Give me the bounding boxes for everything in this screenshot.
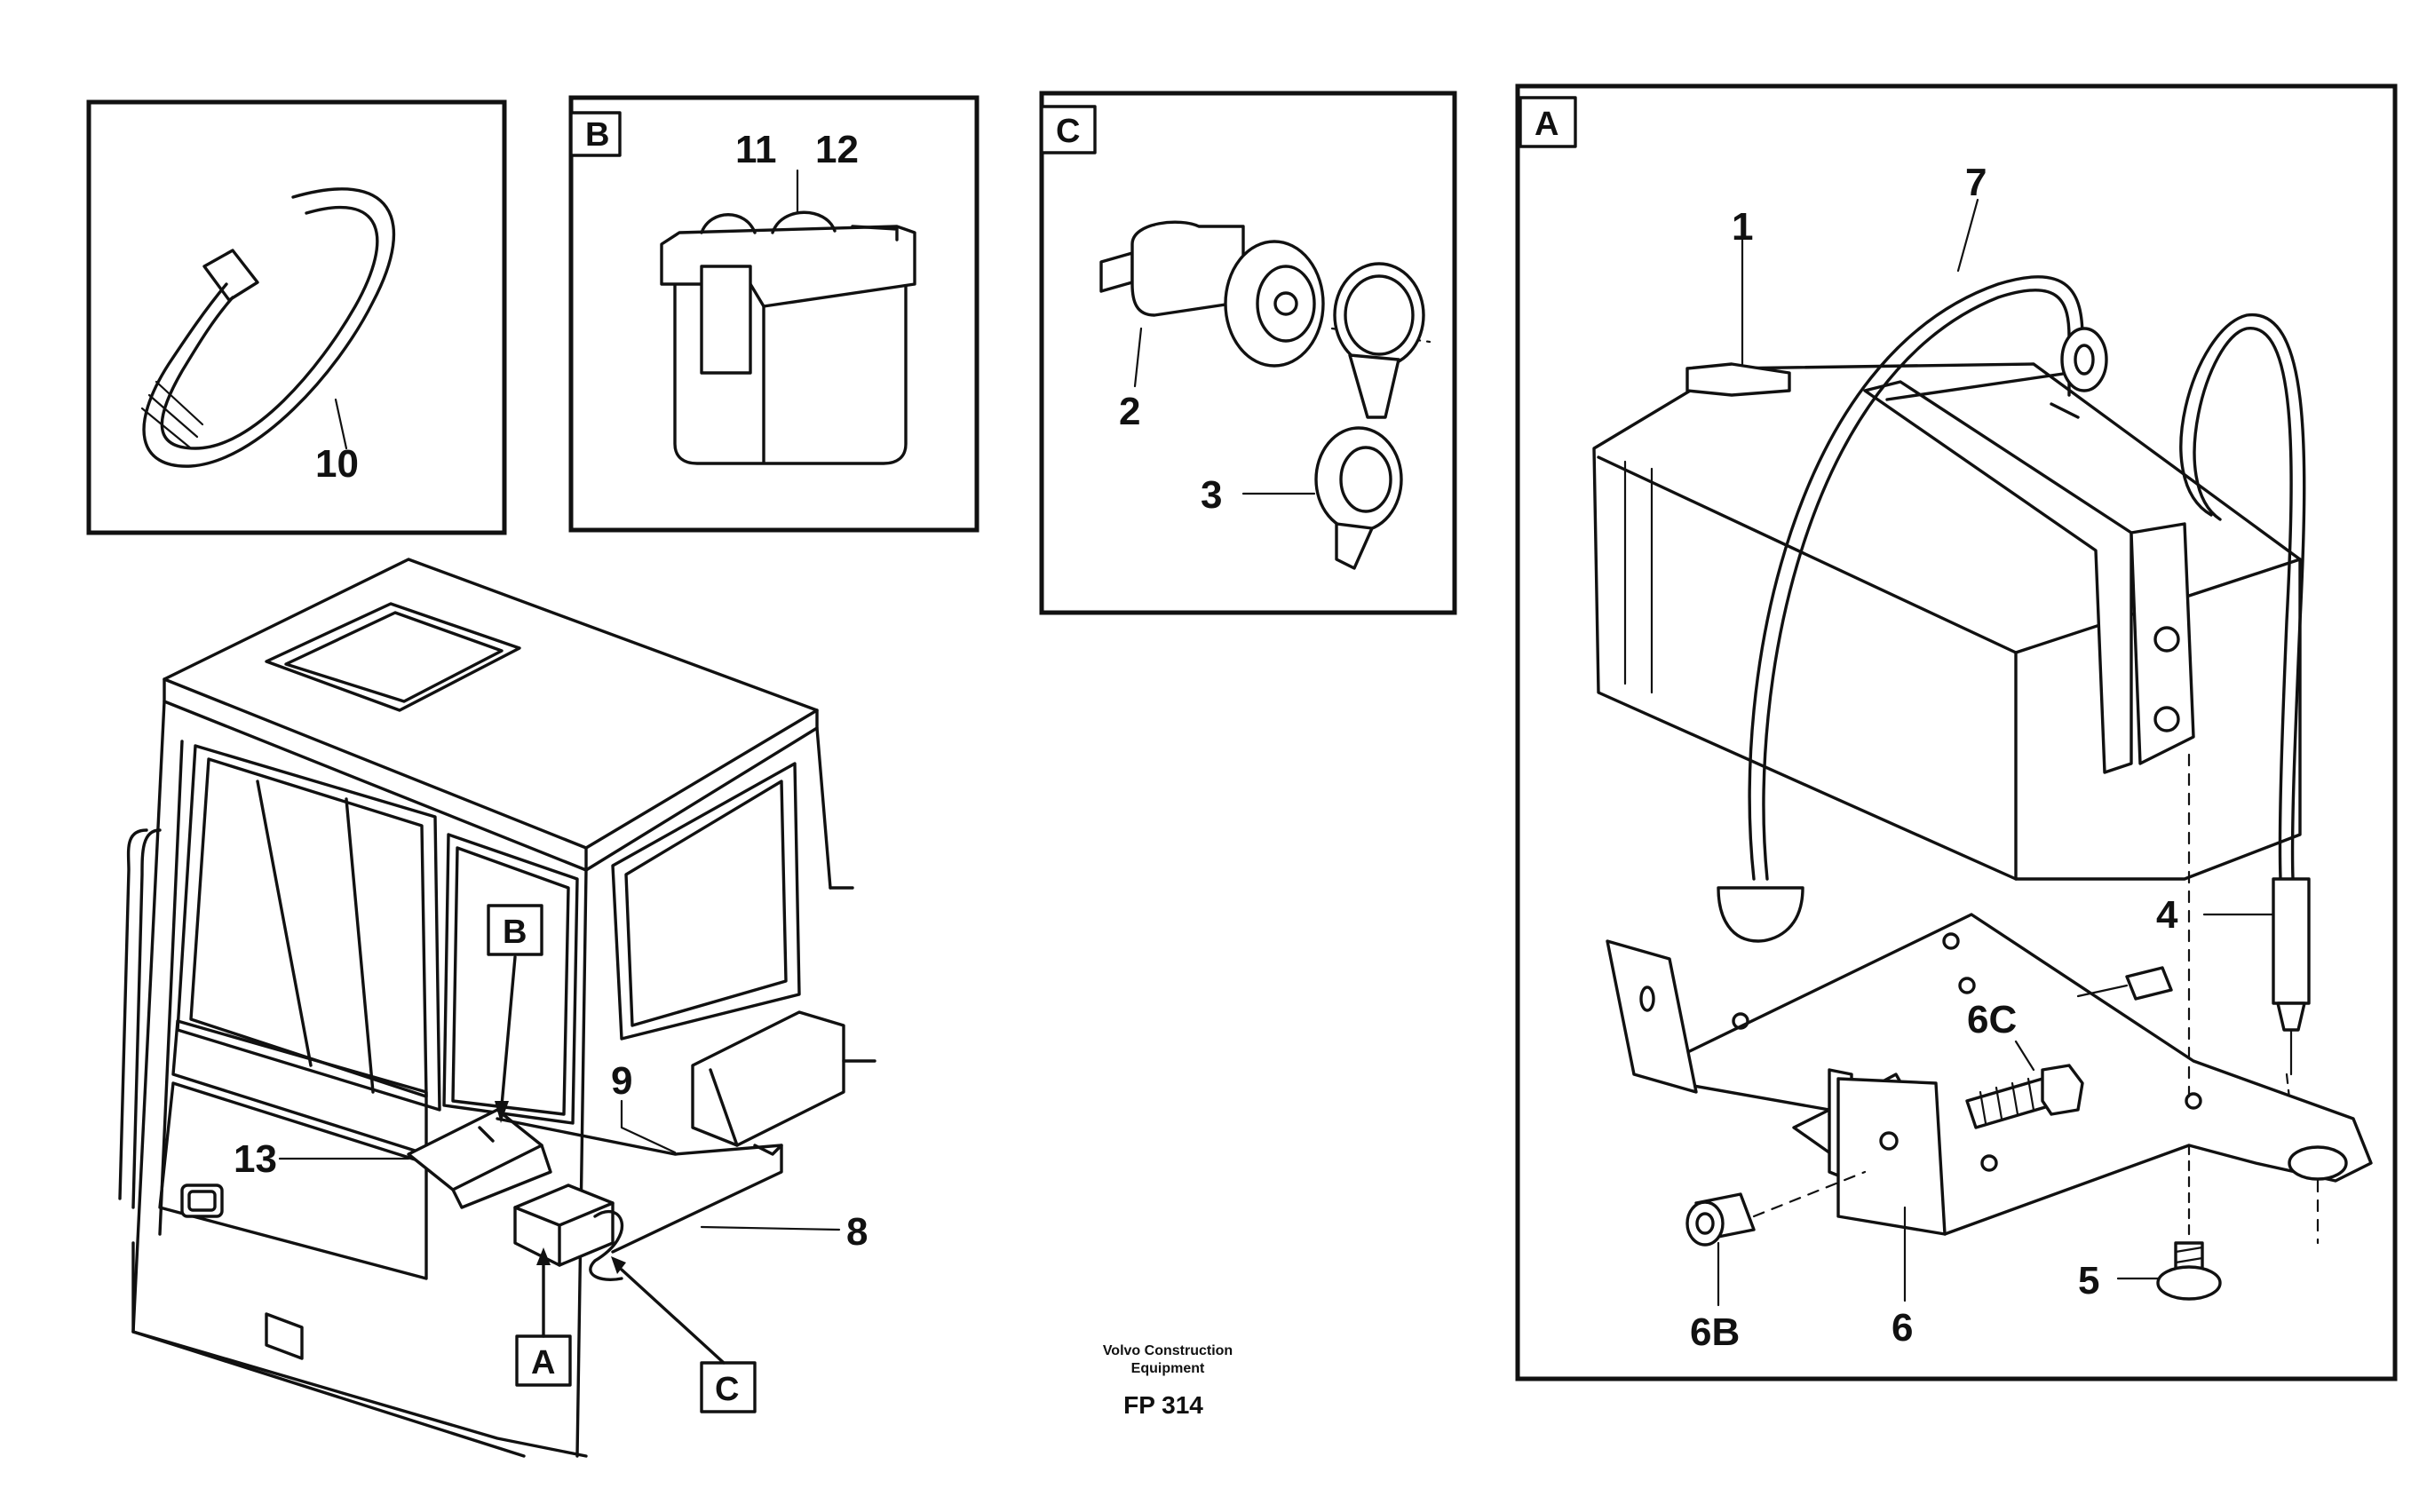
footer: Volvo Construction Equipment FP 314: [1103, 1343, 1233, 1419]
panel-c-tag-text: C: [1056, 113, 1080, 150]
part-label-2: 2: [1119, 390, 1140, 433]
part-label-4: 4: [2156, 893, 2178, 937]
panel-cable-tie: 10: [86, 99, 507, 535]
cable-tie-drawing: [140, 187, 396, 468]
leader-8: [700, 1225, 841, 1231]
bolt-6c-drawing: [1965, 966, 2173, 1129]
panel-b-tag: [569, 111, 622, 157]
part-label-7: 7: [1965, 161, 1987, 204]
part-label-1: 1: [1732, 205, 1753, 249]
arrowhead-b: [495, 1101, 509, 1123]
callout-a-text: A: [531, 1344, 555, 1381]
cable-7-drawing: [1717, 275, 2108, 943]
cable-4-drawing: [2179, 313, 2311, 1156]
panel-b-tag-text: B: [585, 116, 609, 154]
panel-c: C 2 3: [1039, 91, 1457, 615]
part-label-5: 5: [2078, 1259, 2099, 1302]
mounting-bracket-drawing: [1606, 753, 2373, 1245]
part-label-8: 8: [846, 1210, 868, 1254]
cab-overview: B A C 9 13 8: [118, 558, 876, 1458]
panel-a-tag: [1519, 96, 1577, 148]
panel-frame: [1515, 83, 2398, 1381]
part-label-6: 6: [1892, 1306, 1913, 1350]
relay-holder-drawing: [660, 169, 916, 465]
panel-a: A: [1515, 83, 2398, 1381]
panel-frame: [86, 99, 507, 535]
part-label-3: 3: [1201, 473, 1222, 517]
callout-c-arrow: [620, 1268, 726, 1365]
panel-frame: [568, 95, 979, 533]
panel-frame: [1039, 91, 1457, 615]
screw-5-drawing: [2156, 1144, 2222, 1301]
callout-b-tag: [487, 904, 543, 956]
callout-b-text: B: [503, 914, 527, 951]
arrowhead-c: [611, 1256, 626, 1274]
part-label-9: 9: [611, 1059, 632, 1103]
callout-c-text: C: [715, 1371, 739, 1408]
callout-a-tag: [515, 1334, 572, 1387]
part-label-6b: 6B: [1690, 1310, 1740, 1354]
part-label-10: 10: [315, 442, 359, 486]
cab-drawing: [118, 558, 876, 1458]
leader-9: [620, 1099, 677, 1154]
figure-code: FP 314: [1123, 1391, 1203, 1419]
nut-6b-drawing: [1685, 1170, 1867, 1247]
brand-line-1: Volvo Construction: [1103, 1343, 1233, 1358]
leader-6c: [2014, 1040, 2035, 1072]
part-label-12: 12: [815, 128, 859, 171]
part-label-6c: 6C: [1967, 998, 2017, 1041]
panel-a-tag-text: A: [1535, 106, 1558, 143]
panel-c-tag: [1040, 105, 1097, 154]
callout-b-arrow: [500, 955, 517, 1107]
part-label-13: 13: [234, 1137, 277, 1181]
part-label-11: 11: [735, 128, 777, 171]
arrowhead-a: [536, 1247, 551, 1265]
brand-line-2: Equipment: [1131, 1361, 1205, 1376]
callout-c-tag: [700, 1361, 757, 1413]
leader-7: [1956, 198, 1979, 273]
socket-drawing: [1099, 220, 1432, 570]
panel-b: B 11 12: [568, 95, 979, 533]
leader-2: [1133, 327, 1143, 388]
charger-unit-drawing: [1592, 362, 2302, 881]
